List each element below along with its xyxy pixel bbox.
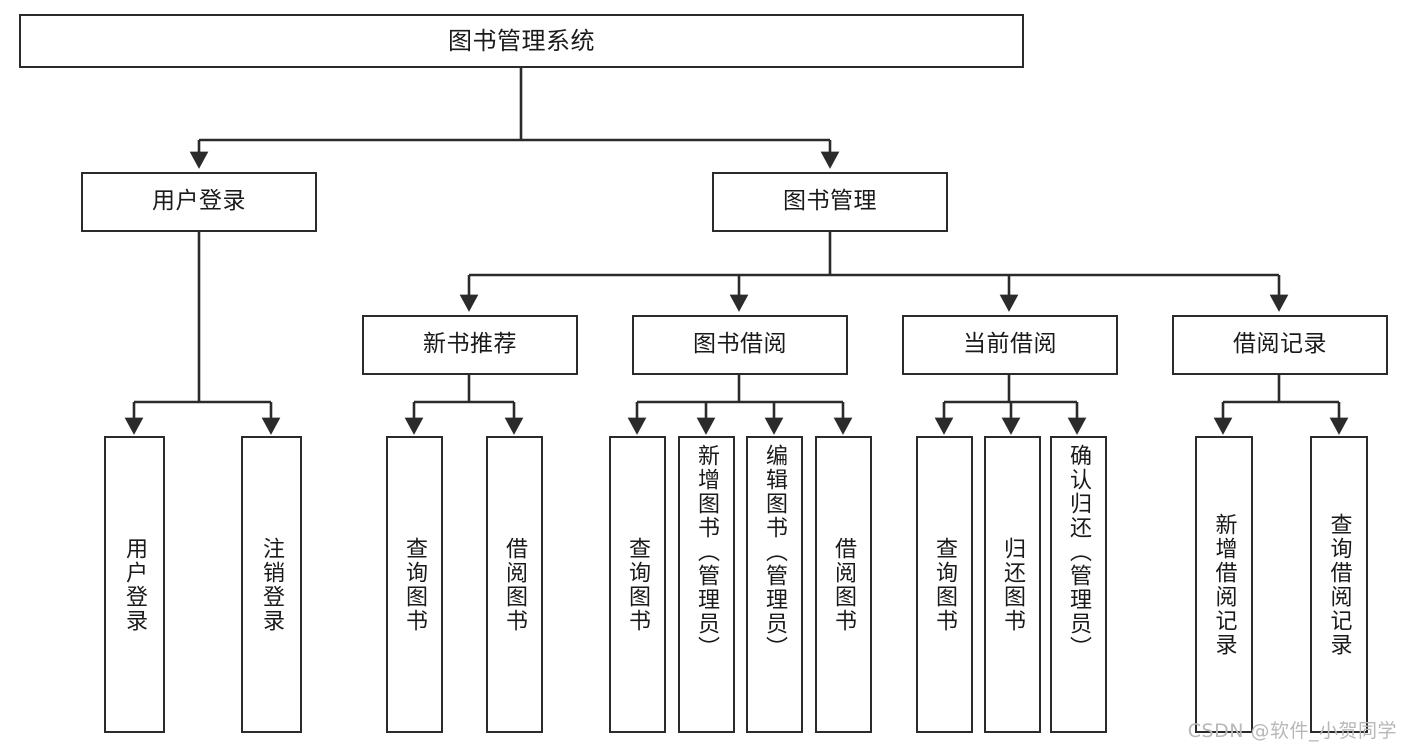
node-leaf-edit-book[interactable]: 编辑图书（管理员） <box>746 436 803 733</box>
node-leaf-query-book-3[interactable]: 查询图书 <box>916 436 973 733</box>
node-user-login-label: 用户登录 <box>152 188 246 215</box>
node-leaf-logout[interactable]: 注销登录 <box>241 436 302 733</box>
node-leaf-user-login-label: 用户登录 <box>122 536 148 633</box>
node-leaf-add-record-label: 新增借阅记录 <box>1211 512 1237 657</box>
node-leaf-return-book[interactable]: 归还图书 <box>984 436 1041 733</box>
node-leaf-query-book-1[interactable]: 查询图书 <box>386 436 443 733</box>
node-book-borrow-label: 图书借阅 <box>693 331 787 358</box>
node-user-login[interactable]: 用户登录 <box>81 172 317 232</box>
node-borrow-record[interactable]: 借阅记录 <box>1172 315 1388 375</box>
node-leaf-logout-label: 注销登录 <box>259 536 285 633</box>
node-root[interactable]: 图书管理系统 <box>19 14 1024 68</box>
node-leaf-query-book-1-label: 查询图书 <box>402 536 428 633</box>
node-leaf-query-record[interactable]: 查询借阅记录 <box>1310 436 1368 733</box>
watermark: CSDN @软件_小贺同学 <box>1187 720 1397 742</box>
node-leaf-query-book-3-label: 查询图书 <box>932 536 958 633</box>
node-leaf-user-login[interactable]: 用户登录 <box>104 436 165 733</box>
node-root-label: 图书管理系统 <box>448 26 595 55</box>
node-book-management[interactable]: 图书管理 <box>712 172 948 232</box>
node-leaf-confirm-return-label: 确认归还（管理员） <box>1066 444 1092 660</box>
node-current-borrow[interactable]: 当前借阅 <box>902 315 1118 375</box>
node-leaf-confirm-return[interactable]: 确认归还（管理员） <box>1050 436 1107 733</box>
node-leaf-query-book-2[interactable]: 查询图书 <box>609 436 666 733</box>
node-leaf-borrow-book-1-label: 借阅图书 <box>502 536 528 633</box>
node-leaf-edit-book-label: 编辑图书（管理员） <box>762 444 788 660</box>
node-leaf-borrow-book-2-label: 借阅图书 <box>831 536 857 633</box>
node-leaf-add-book[interactable]: 新增图书（管理员） <box>678 436 735 733</box>
node-leaf-return-book-label: 归还图书 <box>1000 536 1026 633</box>
node-new-book-recommend[interactable]: 新书推荐 <box>362 315 578 375</box>
node-leaf-add-record[interactable]: 新增借阅记录 <box>1195 436 1253 733</box>
node-borrow-record-label: 借阅记录 <box>1233 331 1327 358</box>
node-new-book-recommend-label: 新书推荐 <box>423 331 517 358</box>
node-book-borrow[interactable]: 图书借阅 <box>632 315 848 375</box>
node-leaf-query-book-2-label: 查询图书 <box>625 536 651 633</box>
node-leaf-add-book-label: 新增图书（管理员） <box>694 444 720 660</box>
node-leaf-borrow-book-2[interactable]: 借阅图书 <box>815 436 872 733</box>
node-book-management-label: 图书管理 <box>783 188 877 215</box>
node-leaf-query-record-label: 查询借阅记录 <box>1326 512 1352 657</box>
node-current-borrow-label: 当前借阅 <box>963 331 1057 358</box>
node-leaf-borrow-book-1[interactable]: 借阅图书 <box>486 436 543 733</box>
